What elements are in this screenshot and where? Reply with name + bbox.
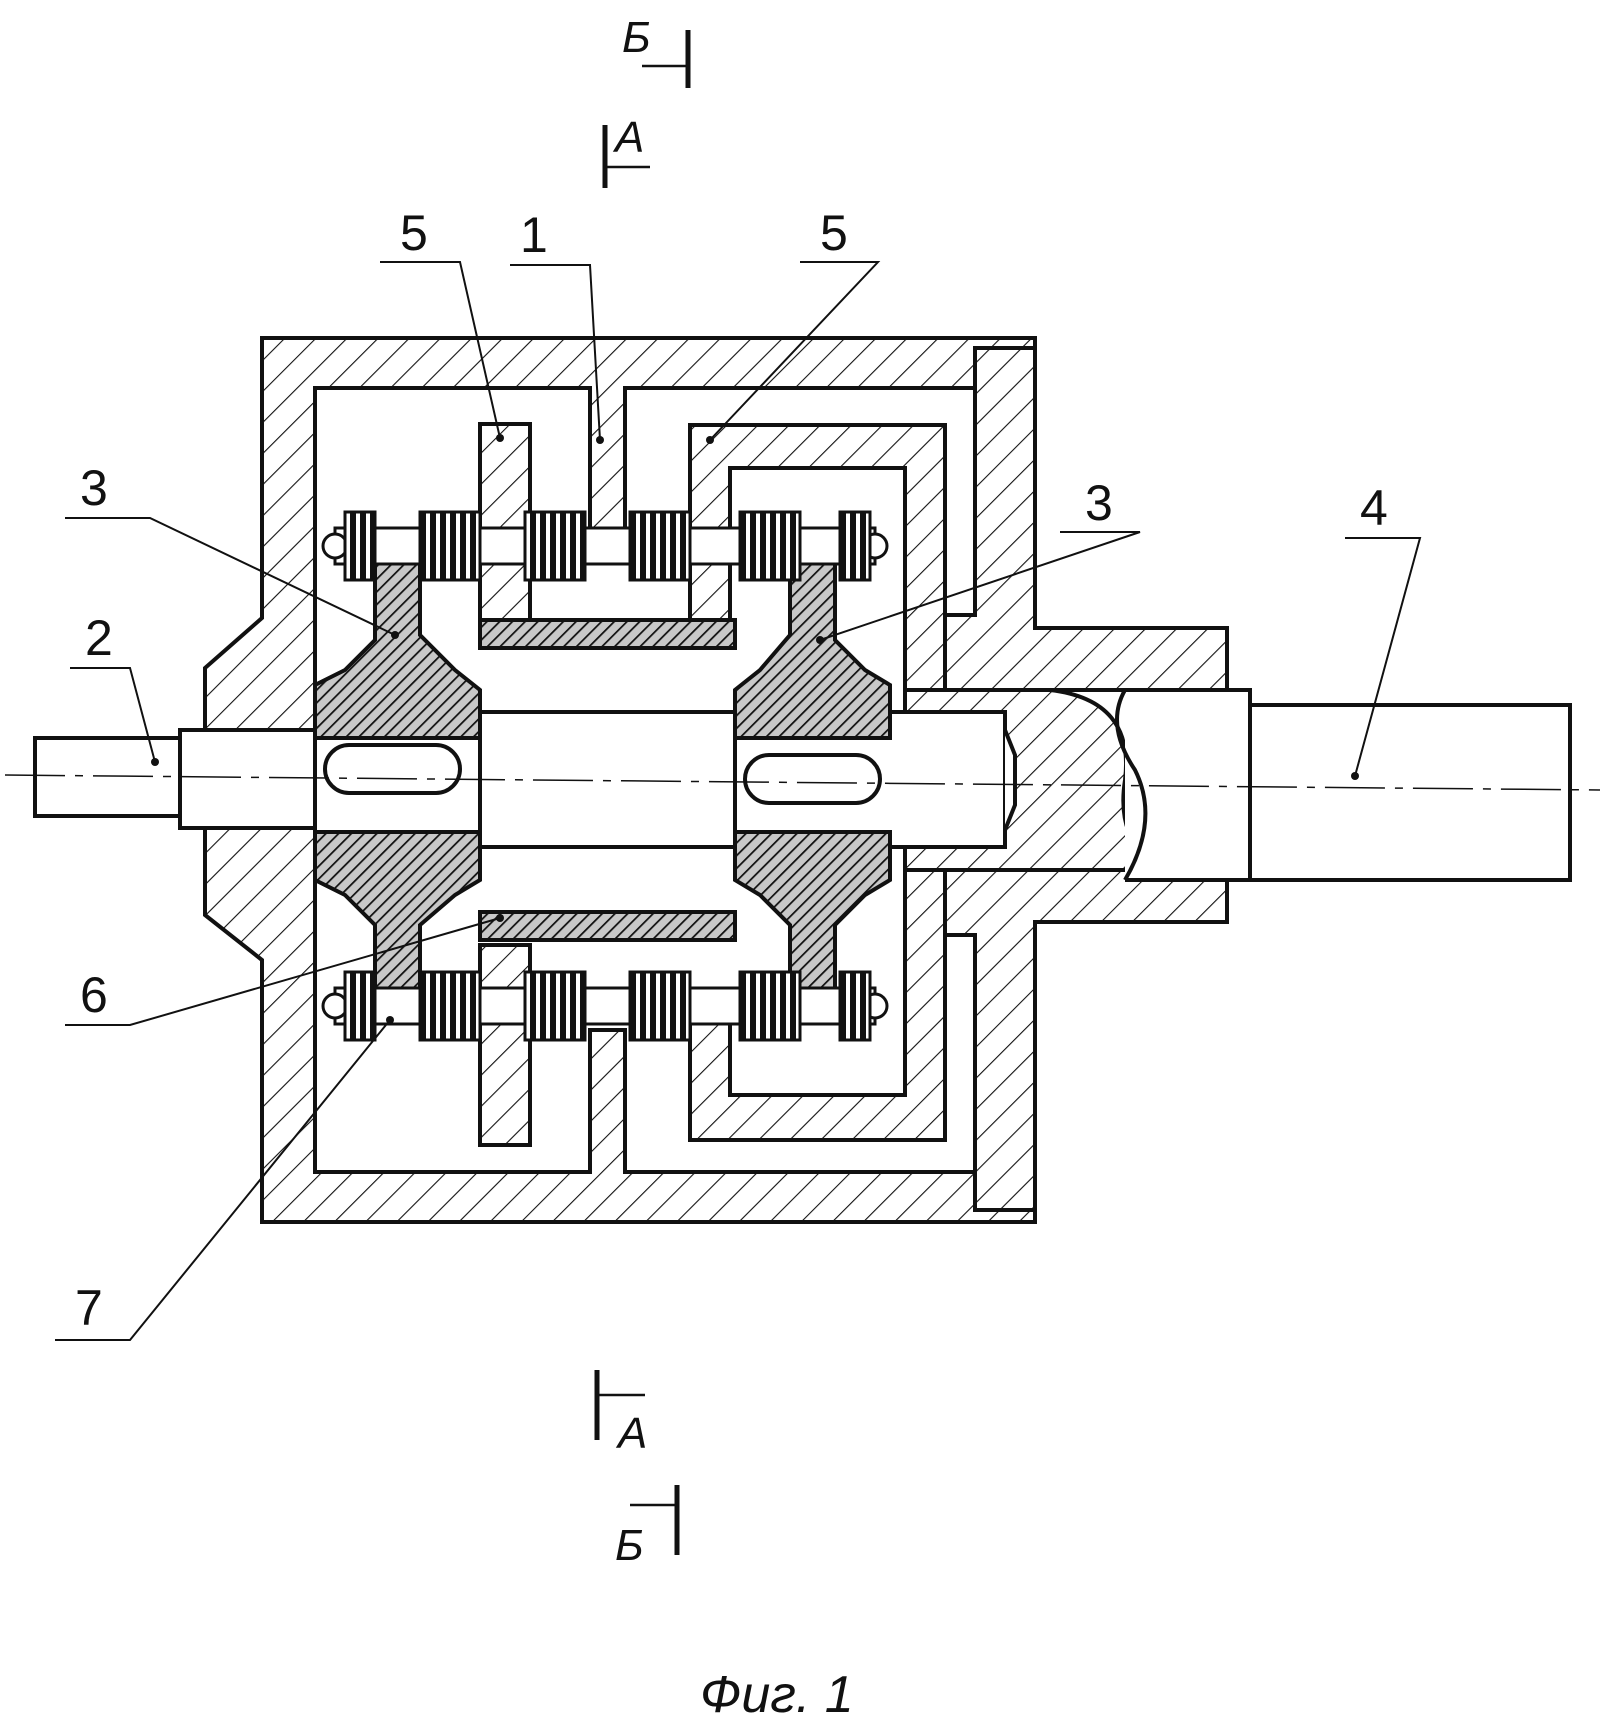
figure-caption: Фиг. 1 xyxy=(700,1666,854,1724)
leader-4 xyxy=(1345,537,1422,777)
leader-6 xyxy=(65,917,501,1026)
label-3-right: 3 xyxy=(1085,475,1113,531)
carrier-right-arms xyxy=(733,553,892,1002)
lower-gear-3 xyxy=(523,970,587,1042)
leader-5-left xyxy=(380,261,501,439)
leader-1 xyxy=(510,264,601,441)
label-4: 4 xyxy=(1360,480,1388,536)
lower-axle-end-left xyxy=(321,992,349,1020)
section-a-top-label: А xyxy=(612,113,644,162)
upper-gear-5 xyxy=(738,510,802,582)
sleeve-lower xyxy=(478,910,737,942)
upper-axle-assembly xyxy=(321,510,889,582)
upper-axle-end-left xyxy=(321,532,349,560)
output-shaft xyxy=(1115,688,1572,882)
lower-gear-6 xyxy=(838,970,872,1042)
label-5-left: 5 xyxy=(400,205,428,261)
upper-gear-2 xyxy=(418,510,482,582)
section-b-top-label: Б xyxy=(622,13,651,62)
input-shaft-stub xyxy=(33,736,187,818)
leader-dots xyxy=(151,434,1359,1024)
input-shaft-journal xyxy=(178,728,317,830)
keyway-right xyxy=(743,753,882,805)
label-2: 2 xyxy=(85,610,113,666)
output-shaft-break xyxy=(1115,689,1148,882)
upper-gear-4 xyxy=(628,510,692,582)
label-6: 6 xyxy=(80,967,108,1023)
upper-gear-3 xyxy=(523,510,587,582)
output-shaft-body xyxy=(1248,703,1572,882)
leader-3-right xyxy=(819,531,1141,641)
label-1: 1 xyxy=(520,207,548,263)
leader-3-left xyxy=(65,517,396,636)
upper-gear-6 xyxy=(838,510,872,582)
ring-gear-left-lower xyxy=(478,943,532,1147)
lower-gear-2 xyxy=(418,970,482,1042)
ring-gear-left-upper xyxy=(478,422,532,626)
lower-gear-4 xyxy=(628,970,692,1042)
carrier-left-upper xyxy=(313,553,482,740)
output-shaft-collar xyxy=(1125,688,1252,882)
section-a-bottom-label: А xyxy=(615,1409,647,1458)
carrier-right-upper xyxy=(733,553,892,740)
sleeve-upper xyxy=(478,618,737,650)
center-axis xyxy=(4,774,1601,791)
lower-gear-1 xyxy=(343,970,377,1042)
leader-lines xyxy=(55,261,1422,1341)
section-marks xyxy=(594,30,691,1555)
leader-7 xyxy=(55,1019,391,1341)
lower-gear-5 xyxy=(738,970,802,1042)
keyway-left xyxy=(323,743,462,795)
upper-gear-1 xyxy=(343,510,377,582)
leader-5-right xyxy=(709,261,881,441)
label-5-right: 5 xyxy=(820,205,848,261)
lower-axle-assembly xyxy=(321,970,889,1042)
leader-2 xyxy=(70,667,156,763)
label-3-left: 3 xyxy=(80,460,108,516)
carrier-left xyxy=(313,553,482,1002)
section-b-bottom-label: Б xyxy=(615,1521,644,1570)
shaft-tip xyxy=(1003,729,1017,831)
label-7: 7 xyxy=(75,1280,103,1336)
